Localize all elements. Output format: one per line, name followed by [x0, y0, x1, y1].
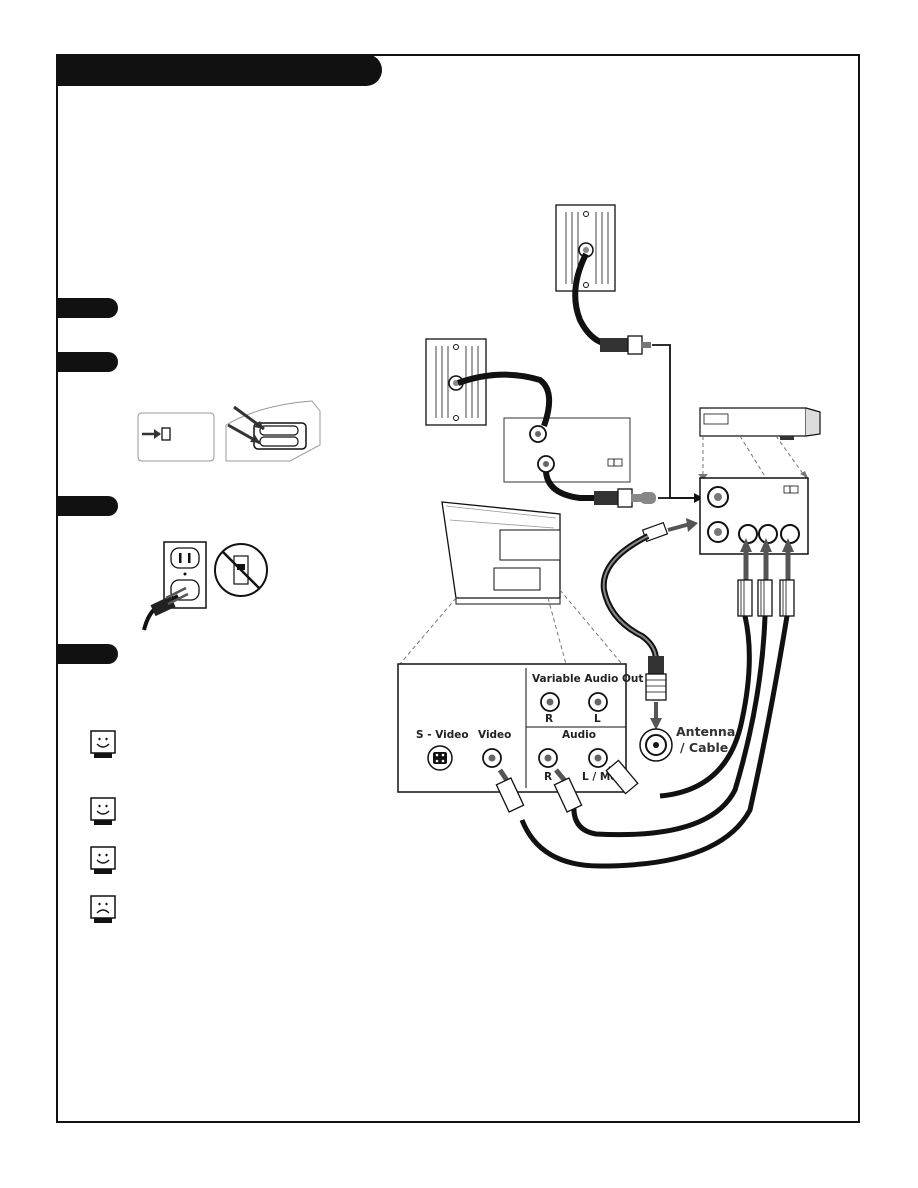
step-1-marker — [56, 298, 118, 318]
section-title-bar — [56, 54, 382, 86]
var-audio-l-label: L — [594, 713, 601, 725]
wall-plate-upper — [555, 204, 616, 292]
coax-connector-middle — [594, 488, 656, 508]
rca-plugs-tv — [495, 759, 639, 813]
page-frame — [56, 54, 860, 1123]
smiley-face-icon — [90, 797, 116, 825]
smiley-face-icon — [90, 846, 116, 874]
audio-r-label: R — [544, 771, 552, 783]
cable-label: / Cable — [680, 740, 728, 755]
var-audio-r-label: R — [545, 713, 553, 725]
coax-connector-upper — [600, 335, 651, 355]
antenna-cable-input — [639, 728, 673, 762]
rca-plugs-vcr — [737, 579, 795, 617]
s-video-label: S - Video — [416, 729, 469, 741]
step-2-marker — [56, 352, 118, 372]
vcr-back-panel — [699, 477, 809, 555]
remote-battery-illustration — [137, 400, 321, 462]
video-label: Video — [478, 729, 511, 741]
tv-rear-view — [441, 501, 561, 605]
frown-face-icon — [90, 895, 116, 923]
cable-box-panel — [503, 417, 631, 483]
tv-input-panel: Variable Audio Out R L S - Video Video A… — [397, 663, 643, 793]
power-outlet-illustration — [142, 541, 268, 631]
smiley-face-icon — [90, 730, 116, 758]
wall-plate-left — [425, 338, 487, 426]
antenna-label: Antenna — [676, 724, 735, 739]
step-4-marker — [56, 644, 118, 664]
vcr-device — [699, 407, 821, 440]
step-3-marker — [56, 496, 118, 516]
variable-audio-out-label: Variable Audio Out — [532, 673, 643, 685]
audio-label: Audio — [562, 729, 596, 741]
